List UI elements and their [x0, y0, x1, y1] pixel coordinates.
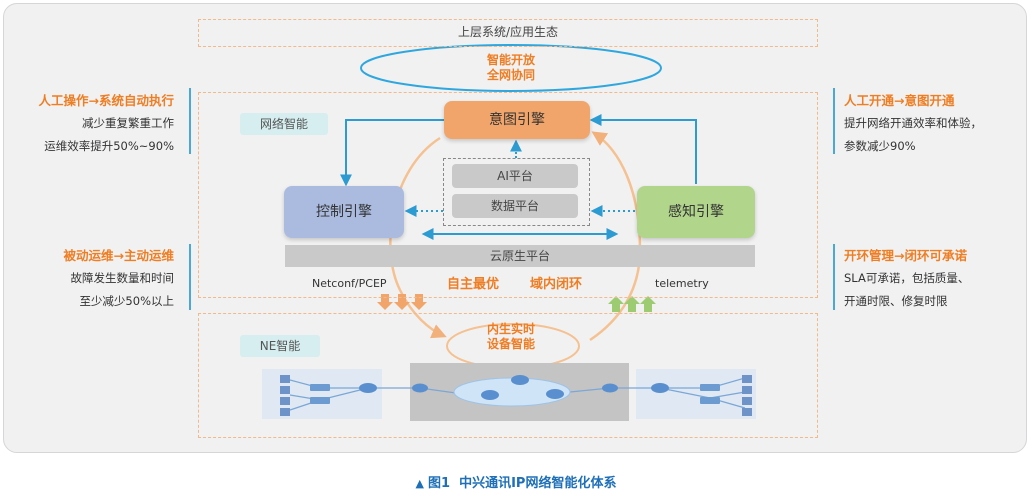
domain-loop-label: 域内闭环	[530, 277, 583, 292]
loop-left-arc	[389, 136, 447, 339]
ne-intelligence-tag: NE智能	[240, 335, 320, 357]
left-note-2-line-2: 至少减少50%以上	[79, 294, 174, 308]
control-engine: 控制引擎	[284, 186, 404, 238]
ai-platform: AI平台	[452, 164, 578, 188]
caption-triangle-icon: ▲	[415, 477, 424, 490]
right-note-closed-loop: 开环管理→闭环可承诺 SLA可承诺，包括质量、 开通时限、修复时限	[844, 244, 969, 313]
left-note-1-line-2: 运维效率提升50%~90%	[44, 139, 174, 153]
telemetry-up-arrows	[608, 296, 656, 312]
netconf-down-arrows	[377, 294, 427, 310]
switch-icons	[310, 384, 720, 404]
left-divider-1	[189, 88, 191, 154]
platform-group-box	[443, 158, 590, 226]
intent-to-control-arrow	[340, 119, 444, 187]
sense-engine: 感知引擎	[637, 186, 755, 238]
embedded-line-2: 设备智能	[486, 337, 535, 351]
network-intelligence-box	[198, 92, 818, 298]
right-divider-1	[833, 88, 835, 154]
left-note-1-heading: 人工操作→系统自动执行	[38, 93, 174, 108]
smart-open-line-2: 全网协同	[486, 68, 535, 82]
embedded-intelligence-text: 内生实时 设备智能	[466, 322, 556, 352]
right-note-2-line-1: SLA可承诺，包括质量、	[844, 271, 970, 285]
server-icons	[280, 375, 752, 416]
smart-open-ellipse	[360, 44, 662, 92]
left-note-2-heading: 被动运维→主动运维	[63, 248, 174, 263]
figure-caption: ▲图1 中兴通讯IP网络智能化体系	[0, 472, 1032, 491]
right-note-1-line-2: 参数减少90%	[844, 139, 916, 153]
right-note-intent: 人工开通→意图开通 提升网络开通效率和体验， 参数减少90%	[844, 89, 982, 158]
netconf-label: Netconf/PCEP	[312, 277, 387, 290]
smart-open-line-1: 智能开放	[486, 53, 535, 67]
caption-figure-number: 图1	[427, 476, 451, 491]
left-note-proactive: 被动运维→主动运维 故障发生数量和时间 至少减少50%以上	[28, 244, 174, 313]
cloud-native-platform: 云原生平台	[285, 245, 755, 267]
router-icons	[359, 375, 669, 400]
network-intelligence-tag: 网络智能	[240, 113, 328, 135]
left-note-1-line-1: 减少重复繁重工作	[82, 116, 174, 130]
right-note-2-line-2: 开通时限、修复时限	[844, 294, 948, 308]
left-note-2-line-1: 故障发生数量和时间	[70, 271, 175, 285]
caption-title: 中兴通讯IP网络智能化体系	[459, 476, 617, 491]
upper-layer-label: 上层系统/应用生态	[457, 25, 559, 39]
intent-engine: 意图引擎	[444, 101, 590, 139]
left-divider-2	[189, 244, 191, 310]
left-note-automation: 人工操作→系统自动执行 减少重复繁重工作 运维效率提升50%~90%	[28, 89, 174, 158]
embedded-line-1: 内生实时	[486, 322, 535, 336]
smart-open-text: 智能开放 全网协同	[466, 53, 556, 83]
sense-to-intent-arrow	[589, 114, 697, 184]
right-note-1-line-1: 提升网络开通效率和体验，	[844, 116, 982, 130]
data-platform: 数据平台	[452, 194, 578, 218]
upper-layer-box	[198, 19, 818, 47]
right-divider-2	[833, 244, 835, 310]
right-note-2-heading: 开环管理→闭环可承诺	[844, 248, 967, 263]
ne-intelligence-box	[198, 313, 818, 438]
autonomy-label: 自主最优	[447, 277, 500, 292]
right-note-1-heading: 人工开通→意图开通	[844, 93, 955, 108]
telemetry-label: telemetry	[655, 277, 709, 290]
